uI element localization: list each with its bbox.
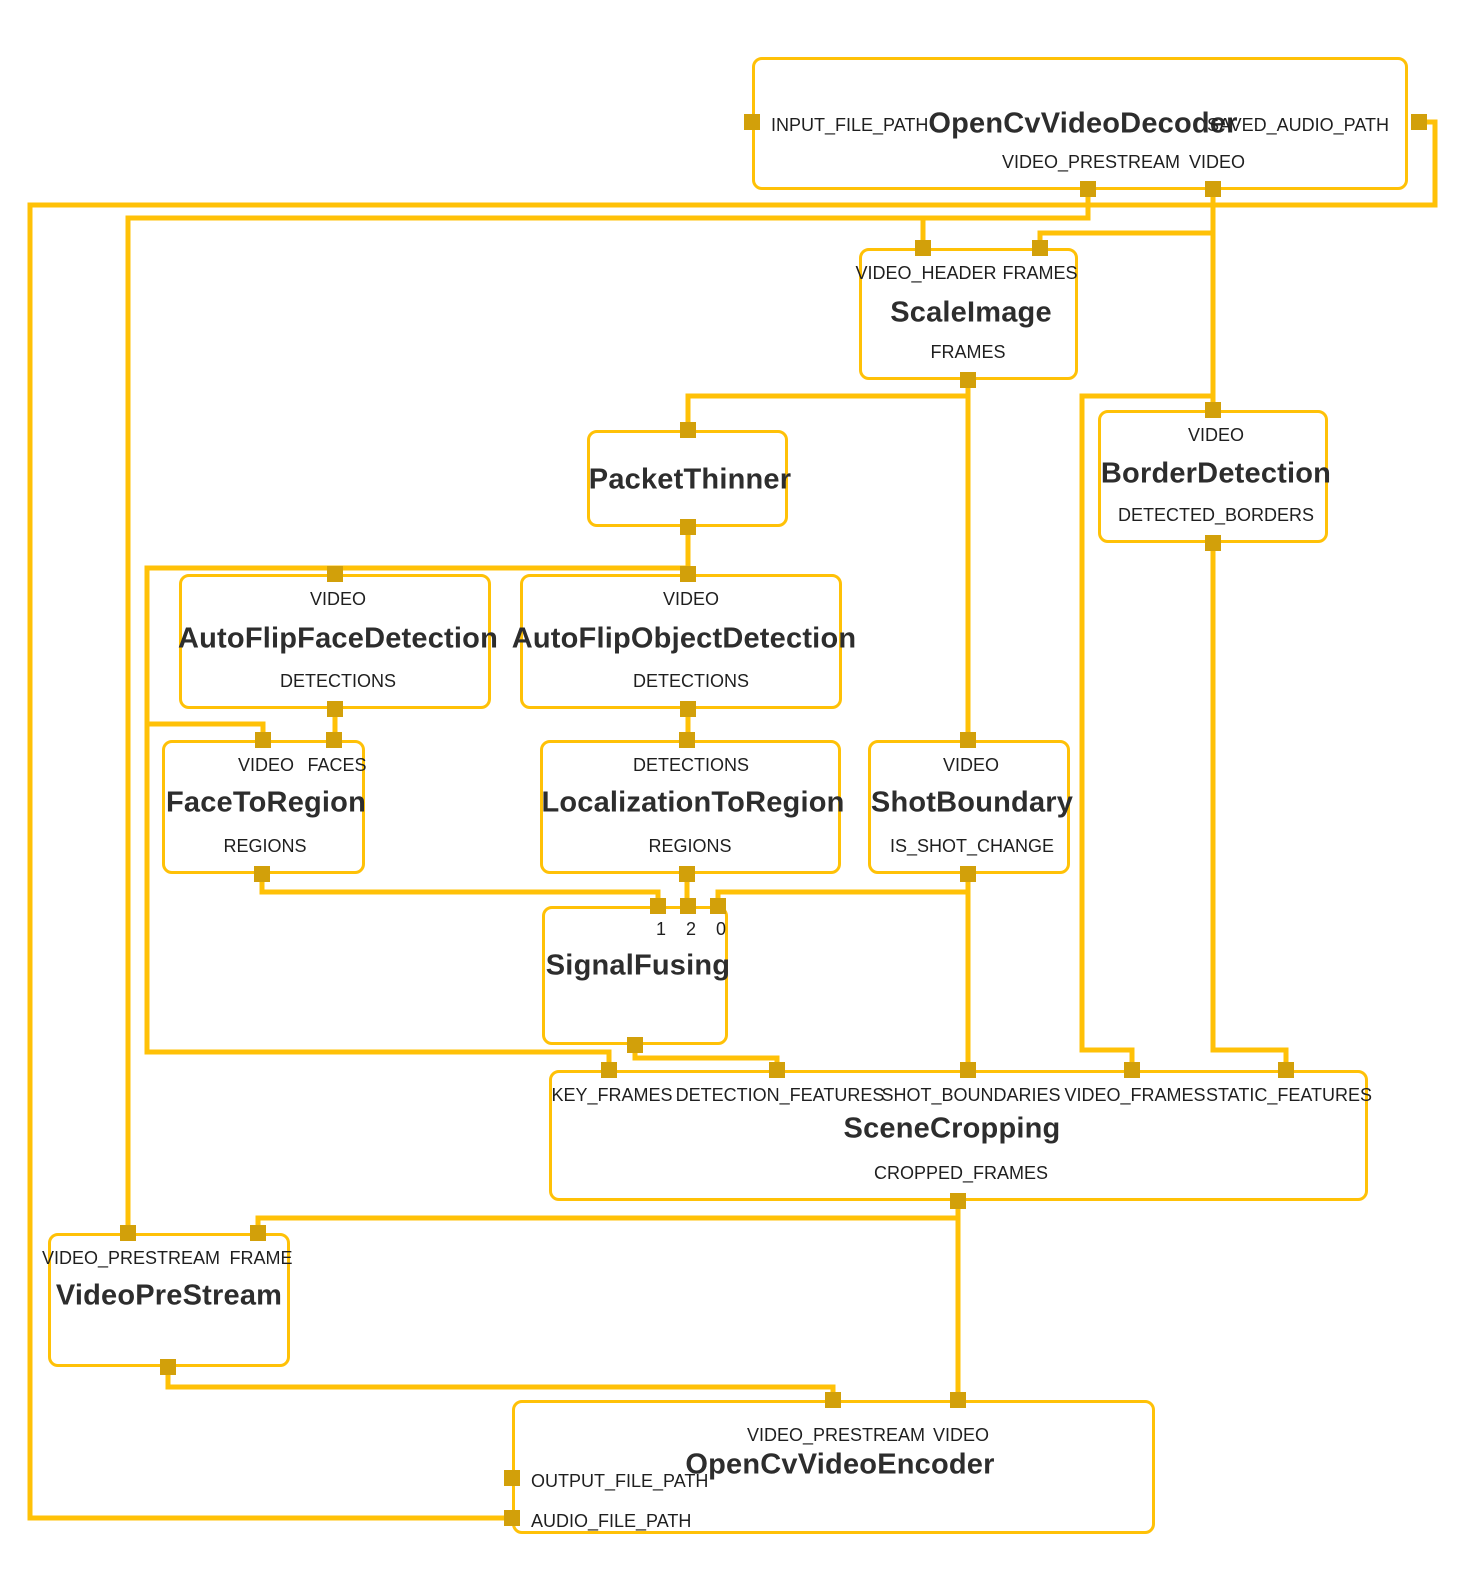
port-label-detected-borders: DETECTED_BORDERS bbox=[1117, 505, 1315, 525]
port-label-faces: FACES bbox=[307, 755, 367, 775]
port-label-frames-out: FRAMES bbox=[930, 342, 1006, 362]
port-label-shot-boundaries: SHOT_BOUNDARIES bbox=[881, 1085, 1061, 1105]
edge-frames-to-packetthinner bbox=[685, 393, 968, 430]
node-title: ScaleImage bbox=[890, 296, 1052, 329]
node-title: OpenCvVideoEncoder bbox=[685, 1448, 995, 1481]
edge-video-to-scaleimage bbox=[1037, 230, 1213, 248]
port-label-video: VIDEO bbox=[1188, 152, 1246, 172]
node-shotboundary[interactable]: VIDEO ShotBoundary IS_SHOT_CHANGE bbox=[868, 740, 1074, 874]
node-packetthinner[interactable]: PacketThinner bbox=[587, 430, 792, 527]
port-label-video-prestream: VIDEO_PRESTREAM bbox=[41, 1248, 221, 1268]
port-label-video: VIDEO bbox=[309, 589, 367, 609]
node-title: FaceToRegion bbox=[165, 786, 367, 819]
port-label-frame: FRAME bbox=[229, 1248, 293, 1268]
node-scaleimage[interactable]: VIDEO_HEADER FRAMES ScaleImage FRAMES bbox=[855, 248, 1078, 380]
node-opencvvideodecoder[interactable]: INPUT_FILE_PATH OpenCvVideoDecoder SAVED… bbox=[752, 57, 1408, 190]
port-label-static-features: STATIC_FEATURES bbox=[1205, 1085, 1373, 1105]
edge-shotchange-to-fusing0 bbox=[715, 889, 968, 906]
port-label-2: 2 bbox=[685, 919, 697, 939]
port-label-detections: DETECTIONS bbox=[279, 671, 397, 691]
port-label-saved-audio-path: SAVED_AUDIO_PATH bbox=[1206, 115, 1389, 135]
port-label-detections: DETECTIONS bbox=[632, 755, 750, 775]
node-opencvvideoencoder[interactable]: VIDEO_PRESTREAM VIDEO OpenCvVideoEncoder… bbox=[512, 1400, 1155, 1534]
node-title: VideoPreStream bbox=[55, 1279, 283, 1312]
node-autoflipobjectdetection[interactable]: VIDEO AutoFlipObjectDetection DETECTIONS bbox=[512, 574, 856, 709]
node-title: SignalFusing bbox=[545, 949, 731, 982]
port-label-video: VIDEO bbox=[662, 589, 720, 609]
node-title: AutoFlipObjectDetection bbox=[511, 622, 857, 655]
node-autoflipfacedetection[interactable]: VIDEO AutoFlipFaceDetection DETECTIONS bbox=[178, 574, 498, 709]
port-label-regions: REGIONS bbox=[648, 836, 732, 856]
port-label-video-frames: VIDEO_FRAMES bbox=[1064, 1085, 1206, 1105]
port-label-video-prestream: VIDEO_PRESTREAM bbox=[746, 1425, 926, 1445]
node-title: LocalizationToRegion bbox=[541, 786, 845, 819]
node-title: PacketThinner bbox=[588, 463, 792, 496]
port-label-video: VIDEO bbox=[932, 1425, 990, 1445]
port-label-video-header: VIDEO_HEADER bbox=[855, 263, 997, 283]
port-label-regions: REGIONS bbox=[223, 836, 307, 856]
edge-borders-to-staticfeatures bbox=[1210, 543, 1289, 1070]
port-label-0: 0 bbox=[715, 919, 727, 939]
node-localizationtoregion[interactable]: DETECTIONS LocalizationToRegion REGIONS bbox=[540, 740, 845, 874]
port-label-frames-in: FRAMES bbox=[1002, 263, 1078, 283]
port-label-audio-file-path: AUDIO_FILE_PATH bbox=[531, 1511, 692, 1531]
port-label-1: 1 bbox=[655, 919, 667, 939]
port-label-input-file-path: INPUT_FILE_PATH bbox=[771, 115, 929, 135]
port-label-detection-features: DETECTION_FEATURES bbox=[675, 1085, 885, 1105]
node-scenecropping[interactable]: KEY_FRAMES DETECTION_FEATURES SHOT_BOUND… bbox=[549, 1070, 1372, 1201]
port-label-cropped-frames: CROPPED_FRAMES bbox=[873, 1163, 1049, 1183]
node-title: BorderDetection bbox=[1100, 457, 1332, 490]
node-title: ShotBoundary bbox=[870, 786, 1074, 819]
port-label-detections: DETECTIONS bbox=[632, 671, 750, 691]
port-label-output-file-path: OUTPUT_FILE_PATH bbox=[531, 1471, 709, 1491]
port-label-is-shot-change: IS_SHOT_CHANGE bbox=[889, 836, 1055, 856]
edge-fusing-to-detectionfeatures bbox=[632, 1045, 780, 1070]
node-facetoregion[interactable]: VIDEO FACES FaceToRegion REGIONS bbox=[162, 740, 367, 874]
node-title: AutoFlipFaceDetection bbox=[178, 622, 498, 655]
port-label-video: VIDEO bbox=[942, 755, 1000, 775]
port-label-key-frames: KEY_FRAMES bbox=[551, 1085, 673, 1105]
edge-videoprestream-to-encoder bbox=[165, 1367, 836, 1400]
port-label-video-prestream: VIDEO_PRESTREAM bbox=[1001, 152, 1181, 172]
node-title: OpenCvVideoDecoder bbox=[928, 107, 1238, 140]
node-signalfusing[interactable]: 1 2 0 SignalFusing bbox=[542, 906, 731, 1045]
edge-thinner-to-facetoregion bbox=[147, 721, 266, 740]
node-videoprestream[interactable]: VIDEO_PRESTREAM FRAME VideoPreStream bbox=[42, 1233, 293, 1367]
port-label-video: VIDEO bbox=[237, 755, 295, 775]
edge-faceregions-to-fusing1 bbox=[259, 874, 661, 906]
node-borderdetection[interactable]: VIDEO BorderDetection DETECTED_BORDERS bbox=[1098, 410, 1332, 543]
node-title: SceneCropping bbox=[843, 1112, 1061, 1145]
edge-cropped-to-videoprestream bbox=[255, 1215, 958, 1233]
port-label-video: VIDEO bbox=[1187, 425, 1245, 445]
port-decoder-saved-audio-path bbox=[1411, 114, 1427, 130]
